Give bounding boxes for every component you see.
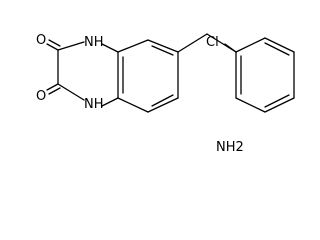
- chemical-structure-diagram: O O NH NH Cl NH2: [36, 33, 295, 155]
- carbonyl-top-bond-2: [48, 39, 61, 47]
- chlorophenyl-inner-double-2: [264, 94, 290, 108]
- oxygen-top-label: O: [36, 33, 46, 48]
- bond-lower-carbonyl-to-nh: [57, 83, 85, 101]
- carbonyl-bottom-bond-1: [46, 83, 59, 91]
- benzo-ring: [117, 39, 179, 113]
- chlorophenyl-bond-6: [235, 37, 266, 53]
- benzo-inner-double-2: [151, 94, 174, 107]
- benzo-bond-1: [117, 39, 149, 53]
- benzo-bond-2: [147, 39, 179, 53]
- carbonyl-top-bond-1: [46, 43, 59, 51]
- benzo-inner-double-1: [151, 45, 174, 56]
- chlorophenyl-ring: [224, 37, 295, 113]
- benzo-bond-4: [147, 97, 179, 113]
- amine-label: NH2: [216, 140, 244, 155]
- benzo-bond-5: [117, 97, 149, 113]
- chlorophenyl-bond-2: [235, 97, 266, 113]
- atom-labels: O O NH NH Cl NH2: [36, 33, 244, 155]
- bond-ring-to-ch: [177, 33, 208, 53]
- chlorophenyl-inner-double-3: [264, 42, 290, 56]
- pyrazinedione-ring: [57, 41, 119, 107]
- chlorophenyl-bond-5: [264, 37, 295, 53]
- oxygen-bottom-label: O: [36, 89, 46, 104]
- bond-nh-to-ring-top: [101, 43, 119, 53]
- bond-upper-carbonyl-to-nh: [57, 41, 85, 51]
- nh-top-label: NH: [84, 35, 104, 50]
- nh-bottom-label: NH: [84, 97, 104, 112]
- bond-nh-to-ring-bottom: [101, 97, 119, 107]
- bond-ring-to-chlorine: [224, 43, 237, 53]
- carbonyl-bottom-bond-2: [48, 87, 61, 95]
- chlorophenyl-bond-3: [264, 97, 295, 113]
- carbonyl-groups: [46, 39, 61, 95]
- chlorine-label: Cl: [206, 35, 219, 50]
